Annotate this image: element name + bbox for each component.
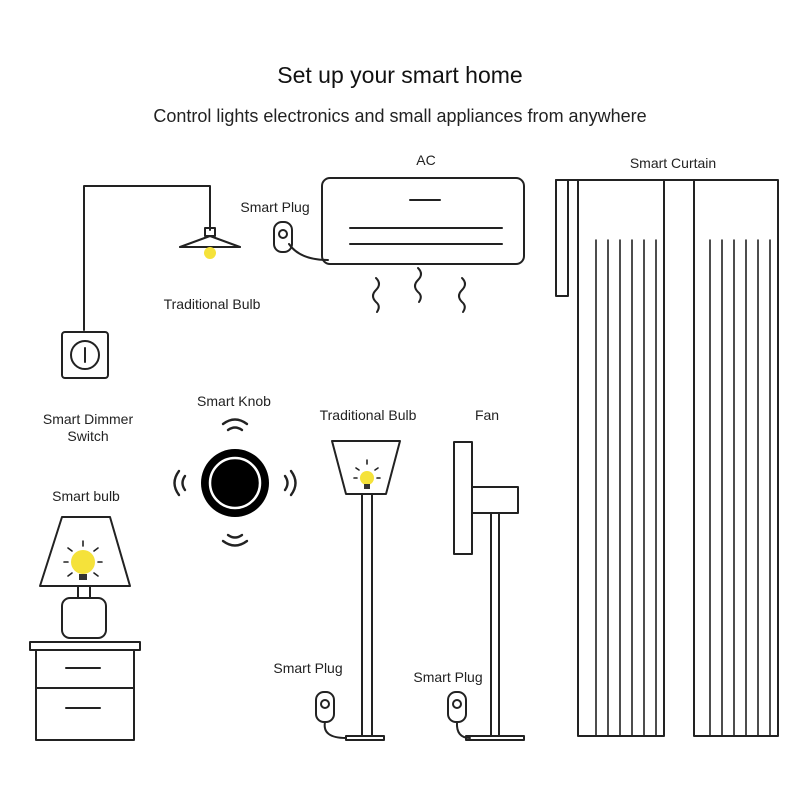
smart-plug-lamp-label: Smart Plug	[273, 660, 343, 676]
table-lamp-icon	[39, 516, 131, 639]
page-subtitle: Control lights electronics and small app…	[153, 106, 647, 126]
smart-plug-icon	[273, 221, 329, 261]
ceiling-lamp-icon	[83, 185, 241, 331]
smart-dimmer-switch-label: Smart Dimmer Switch	[43, 411, 133, 445]
nightstand-icon	[29, 641, 141, 741]
curtain-icon	[555, 179, 779, 737]
smart-knob-label: Smart Knob	[197, 393, 271, 409]
smart-dimmer-switch-line1: Smart Dimmer	[42, 411, 134, 427]
traditional-bulb-ceiling-label: Traditional Bulb	[163, 296, 261, 312]
traditional-bulb-floor-label: Traditional Bulb	[319, 407, 417, 423]
smart-dimmer-switch-line2: Switch	[67, 428, 109, 444]
floor-lamp-icon	[331, 440, 401, 741]
smart-plug-ac-label: Smart Plug	[240, 199, 310, 215]
smart-plug-icon	[447, 691, 471, 739]
page-title: Set up your smart home	[277, 62, 523, 88]
smart-curtain-label: Smart Curtain	[629, 155, 717, 171]
ac-label: AC	[416, 152, 436, 168]
smart-plug-icon	[315, 691, 347, 739]
air-conditioner-icon	[321, 177, 525, 313]
fan-label: Fan	[474, 407, 500, 423]
smart-knob-icon	[173, 418, 297, 547]
fan-icon	[453, 441, 525, 741]
smart-bulb-label: Smart bulb	[52, 488, 120, 504]
smart-plug-fan-label: Smart Plug	[413, 669, 483, 685]
wall-switch-icon	[61, 331, 109, 379]
